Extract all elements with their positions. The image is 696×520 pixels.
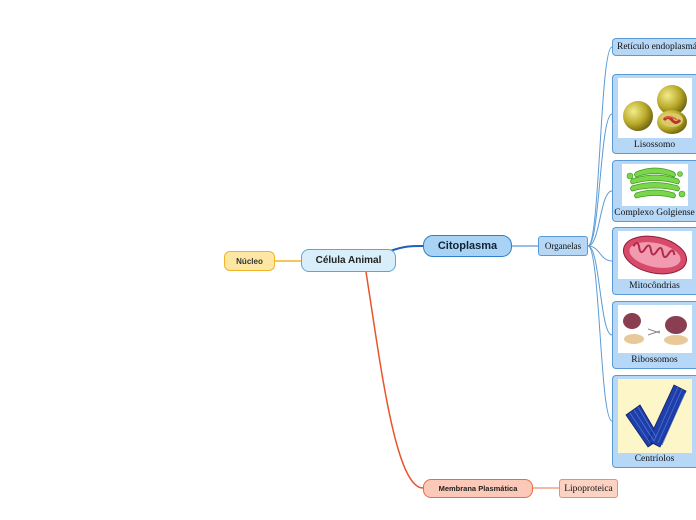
node-centriolos[interactable]: Centríolos (612, 375, 696, 468)
ribosome-image (618, 305, 692, 353)
connector-centri (588, 246, 612, 421)
node-citoplasma[interactable]: Citoplasma (423, 235, 512, 257)
connector-ribo (588, 246, 612, 335)
node-organelas[interactable]: Organelas (538, 236, 588, 256)
lisossomo-label: Lisossomo (634, 140, 675, 150)
lysosome-image (618, 78, 692, 138)
mitocondrias-label: Mitocôndrias (629, 281, 680, 291)
node-membrana-plasmatica[interactable]: Membrana Plasmática (423, 479, 533, 498)
connector-citoplasma (390, 246, 423, 251)
mitochondria-image (618, 231, 692, 279)
connector-lisossomo (588, 114, 612, 246)
golgi-label: Complexo Golgiense (614, 208, 694, 218)
node-lisossomo[interactable]: Lisossomo (612, 74, 696, 154)
node-mitocondrias[interactable]: Mitocôndrias (612, 227, 696, 295)
connector-membrana (366, 272, 423, 488)
node-complexo-golgiense[interactable]: Complexo Golgiense (612, 160, 696, 222)
golgi-apparatus-image (622, 164, 688, 206)
node-reticulo-endoplasmatico[interactable]: Retículo endoplasmático (612, 38, 696, 56)
centriolos-label: Centríolos (635, 454, 675, 464)
node-nucleo[interactable]: Núcleo (224, 251, 275, 271)
centriole-image (618, 379, 692, 453)
connector-reticulo (588, 47, 612, 246)
reticulo-label: Retículo endoplasmático (613, 42, 696, 52)
ribossomos-label: Ribossomos (631, 355, 677, 365)
node-celula-animal[interactable]: Célula Animal (301, 249, 396, 272)
node-lipoproteica[interactable]: Lipoproteica (559, 479, 618, 498)
node-ribossomos[interactable]: Ribossomos (612, 301, 696, 369)
